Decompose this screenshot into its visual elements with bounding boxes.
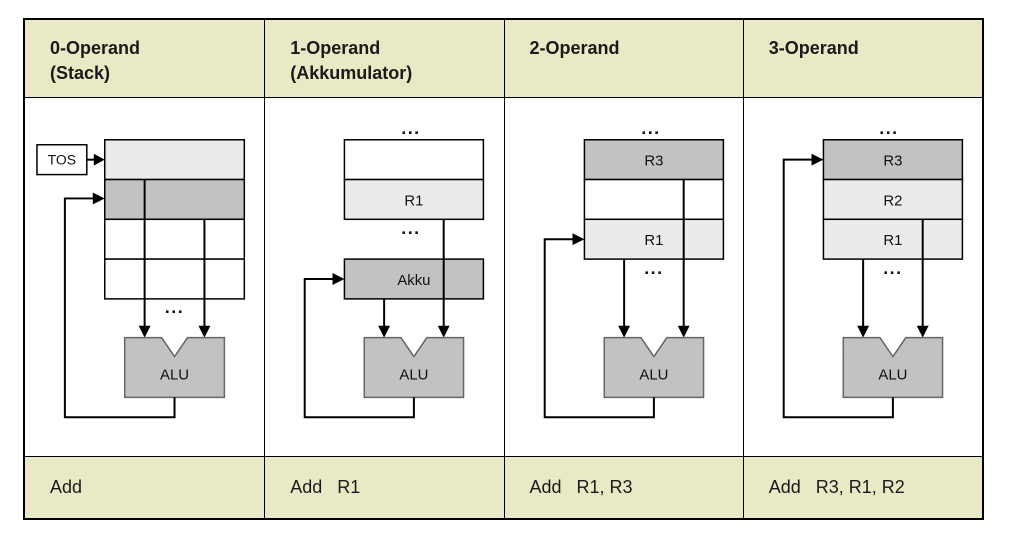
instruction-3-operand: Add R3, R1, R2	[742, 456, 982, 518]
header-title-line2: (Akkumulator)	[290, 63, 413, 83]
down-arrowhead-icon	[437, 325, 450, 338]
down-arrowhead-icon	[916, 325, 929, 338]
diagram-3-operand: ... R3 R2 R1 ... ALU	[742, 98, 982, 456]
instruction-text: Add	[50, 477, 83, 497]
alu	[363, 336, 465, 399]
instruction-text: Add R1, R3	[529, 477, 633, 497]
alu	[603, 336, 704, 399]
three-operand-architecture-diagram: ... R3 R2 R1 ... ALU	[782, 118, 963, 419]
stack-row-third	[104, 218, 246, 260]
stack-row-second	[104, 178, 246, 221]
ellipsis: ...	[165, 297, 184, 317]
register-row-r3	[822, 139, 963, 181]
register-label-r1: R1	[883, 233, 902, 249]
header-title-line2: (Stack)	[50, 63, 111, 83]
stack-row-top	[104, 139, 246, 181]
header-3-operand: 3-Operand	[742, 20, 982, 98]
result-feedback-path	[303, 277, 416, 419]
instruction-1-operand: Add R1	[264, 456, 504, 518]
header-title-line1: 1-Operand	[290, 38, 381, 58]
header-0-operand: 0-Operand (Stack)	[25, 20, 265, 98]
down-arrowhead-icon	[198, 325, 211, 338]
header-title-line1: 3-Operand	[768, 38, 859, 58]
stack-architecture-diagram: TOS ... ALU	[36, 139, 246, 419]
register-row-r1	[583, 218, 724, 260]
result-feedback-path	[63, 197, 176, 419]
header-2-operand: 2-Operand	[503, 20, 743, 98]
register-stack: R1	[343, 139, 485, 221]
register-label-r1: R1	[644, 233, 663, 249]
register-label-r1: R1	[405, 193, 424, 209]
ellipsis: ...	[401, 118, 420, 138]
diagram-2-operand: ... R3 R1 ... ALU	[503, 98, 743, 456]
right-arrowhead-icon	[811, 153, 824, 166]
down-arrowhead-icon	[378, 325, 391, 338]
register-row-empty	[343, 139, 485, 181]
akku-label: Akku	[398, 273, 431, 289]
tos-arrowhead-icon	[93, 153, 105, 166]
stack-row-fourth	[104, 258, 246, 300]
alu-label: ALU	[639, 367, 668, 383]
two-operand-architecture-diagram: ... R3 R1 ... ALU	[543, 118, 724, 419]
header-title-line1: 2-Operand	[529, 38, 620, 58]
register-row-r2	[822, 178, 963, 221]
right-arrowhead-icon	[92, 192, 105, 205]
register-row-empty	[583, 178, 724, 221]
down-arrowhead-icon	[138, 325, 151, 338]
register-row-r3	[583, 139, 724, 181]
down-arrowhead-icon	[856, 325, 869, 338]
operand-architecture-table: 0-Operand (Stack) 1-Operand (Akkumulator…	[23, 18, 984, 520]
tos-label: TOS	[48, 152, 76, 168]
register-stack: R3 R2 R1	[822, 139, 963, 260]
tos-box	[36, 143, 88, 176]
right-arrowhead-icon	[332, 273, 345, 285]
ellipsis: ...	[883, 258, 902, 278]
result-feedback-path	[782, 158, 894, 419]
diagram-1-operand-akku: ... R1 ... Akku ALU	[264, 98, 504, 456]
right-arrowhead-icon	[572, 233, 584, 246]
register-label-r3: R3	[644, 154, 663, 170]
header-1-operand: 1-Operand (Akkumulator)	[264, 20, 504, 98]
register-row-r1	[343, 178, 485, 221]
instruction-0-operand: Add	[25, 456, 265, 518]
register-stack	[104, 139, 246, 300]
accumulator-architecture-diagram: ... R1 ... Akku ALU	[303, 118, 485, 419]
akku-box	[343, 258, 485, 300]
diagram-0-operand-stack: TOS ... ALU	[25, 98, 265, 456]
register-label-r3: R3	[883, 154, 902, 170]
register-label-r2: R2	[883, 193, 902, 209]
alu-label: ALU	[878, 367, 907, 383]
result-feedback-path	[543, 238, 655, 419]
down-arrowhead-icon	[677, 325, 690, 338]
instruction-text: Add R1	[290, 477, 361, 497]
header-title-line1: 0-Operand	[50, 38, 141, 58]
instruction-2-operand: Add R1, R3	[503, 456, 743, 518]
alu	[123, 336, 226, 399]
ellipsis: ...	[879, 118, 898, 138]
register-row-r1	[822, 218, 963, 260]
alu	[842, 336, 944, 399]
alu-label: ALU	[400, 367, 429, 383]
alu-label: ALU	[160, 366, 189, 383]
instruction-text: Add R3, R1, R2	[768, 477, 905, 497]
ellipsis: ...	[401, 218, 420, 238]
register-stack: R3 R1	[583, 139, 724, 260]
ellipsis: ...	[644, 258, 663, 278]
down-arrowhead-icon	[617, 325, 630, 338]
ellipsis: ...	[641, 118, 660, 138]
